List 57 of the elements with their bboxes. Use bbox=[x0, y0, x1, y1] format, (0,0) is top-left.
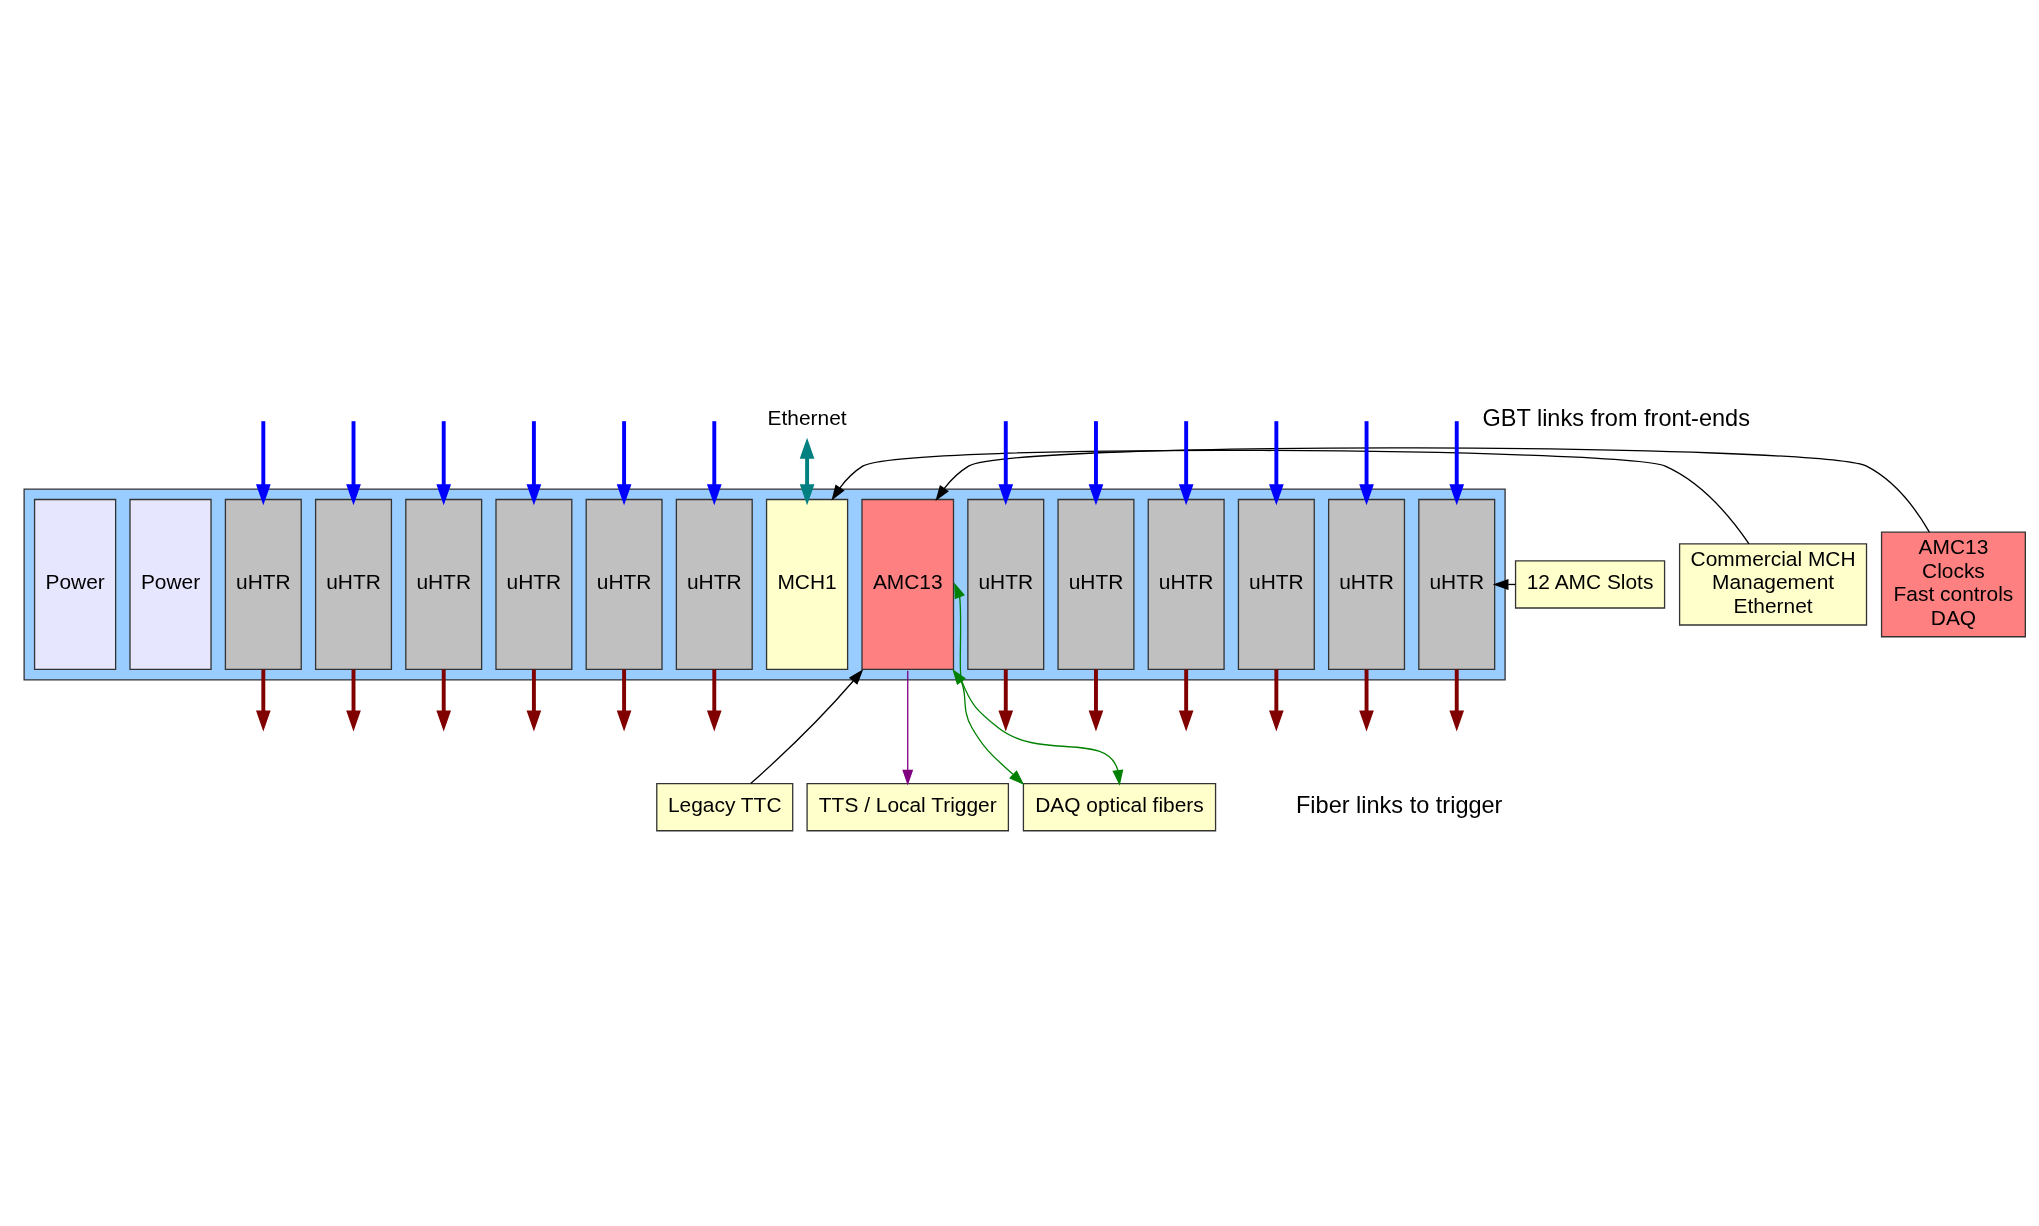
node-box: DAQ optical fibers bbox=[1022, 782, 1217, 831]
arrow bbox=[436, 420, 452, 505]
arrow bbox=[256, 669, 271, 731]
label: Fiber links to trigger bbox=[1295, 791, 1503, 818]
arrow bbox=[1269, 420, 1284, 505]
arrow bbox=[799, 437, 815, 505]
node-box: AMC13 bbox=[861, 498, 955, 670]
arrow bbox=[1269, 669, 1284, 731]
node-box: Legacy TTC bbox=[656, 782, 794, 831]
node-box: Power bbox=[33, 498, 117, 670]
arrow bbox=[750, 668, 864, 784]
node-box: uHTR bbox=[967, 498, 1045, 670]
arrow bbox=[952, 668, 1025, 785]
arrow bbox=[831, 449, 1750, 545]
arrow bbox=[706, 420, 722, 505]
node-box: uHTR bbox=[675, 498, 753, 670]
node-box: Commercial MCH Management Ethernet bbox=[1678, 542, 1868, 626]
node-box: uHTR bbox=[1237, 498, 1315, 670]
arrow bbox=[346, 420, 361, 505]
node-box: uHTR bbox=[405, 498, 483, 670]
arrow bbox=[706, 669, 722, 731]
arrow bbox=[1178, 420, 1194, 505]
arrow bbox=[998, 420, 1014, 505]
arrow bbox=[526, 669, 542, 731]
cluster bbox=[23, 487, 1506, 681]
arrow bbox=[526, 420, 542, 505]
arrow bbox=[436, 669, 452, 731]
node-box: uHTR bbox=[585, 498, 663, 670]
node-box: uHTR bbox=[1057, 498, 1135, 670]
arrow bbox=[1449, 669, 1465, 731]
node-box: uHTR bbox=[495, 498, 573, 670]
arrow bbox=[1088, 420, 1104, 505]
arrow bbox=[954, 582, 1124, 786]
node-box: uHTR bbox=[1328, 498, 1406, 670]
arrow bbox=[935, 446, 1931, 533]
arrow bbox=[1088, 669, 1104, 731]
node-box: uHTR bbox=[314, 498, 393, 670]
node-box: MCH1 bbox=[765, 498, 849, 670]
arrow bbox=[1178, 669, 1194, 731]
arrow bbox=[1449, 420, 1465, 505]
node-box: uHTR bbox=[1418, 498, 1496, 670]
arrow bbox=[902, 669, 914, 785]
arrow bbox=[256, 420, 271, 505]
arrow bbox=[998, 669, 1014, 731]
arrow bbox=[1359, 420, 1374, 505]
label: GBT links from front-ends bbox=[1482, 404, 1750, 431]
node-text: Ethernet bbox=[767, 405, 847, 429]
node-box: AMC13 Clocks Fast controls DAQ bbox=[1880, 531, 2026, 637]
node-box: Power bbox=[129, 498, 212, 670]
arrow bbox=[1359, 669, 1374, 731]
node-box: TTS / Local Trigger bbox=[806, 782, 1010, 831]
arrow bbox=[616, 669, 632, 731]
arrow bbox=[616, 420, 632, 505]
node-box: uHTR bbox=[1147, 498, 1225, 670]
node-box: 12 AMC Slots bbox=[1514, 559, 1666, 609]
arrow bbox=[346, 669, 361, 731]
node-box: uHTR bbox=[224, 498, 302, 670]
